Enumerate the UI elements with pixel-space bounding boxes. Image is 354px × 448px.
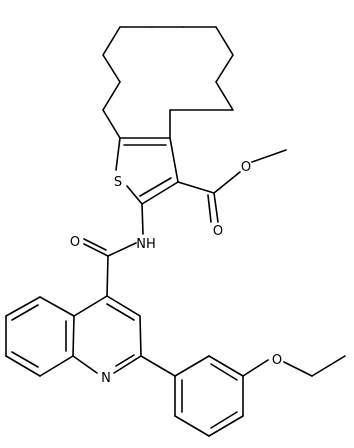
ethoxy-oxygen-label: O [272, 353, 282, 368]
sulfur-atom-label: S [114, 175, 122, 190]
ester-carbonyl-oxygen-label: O [213, 224, 223, 239]
cyclododecane-ring [102, 26, 234, 139]
amide-oxygen-label: O [70, 235, 80, 250]
amide-nitrogen-label: NH [136, 237, 156, 252]
methyl-ester-group [177, 149, 287, 223]
amide-linker [83, 203, 144, 297]
quinoline-ring-system [5, 295, 142, 377]
quinoline-nitrogen-label: N [101, 371, 111, 386]
ester-ether-oxygen-label: O [241, 160, 251, 175]
ethoxyphenyl-ring [140, 355, 346, 437]
thiophene-ring [115, 109, 179, 205]
